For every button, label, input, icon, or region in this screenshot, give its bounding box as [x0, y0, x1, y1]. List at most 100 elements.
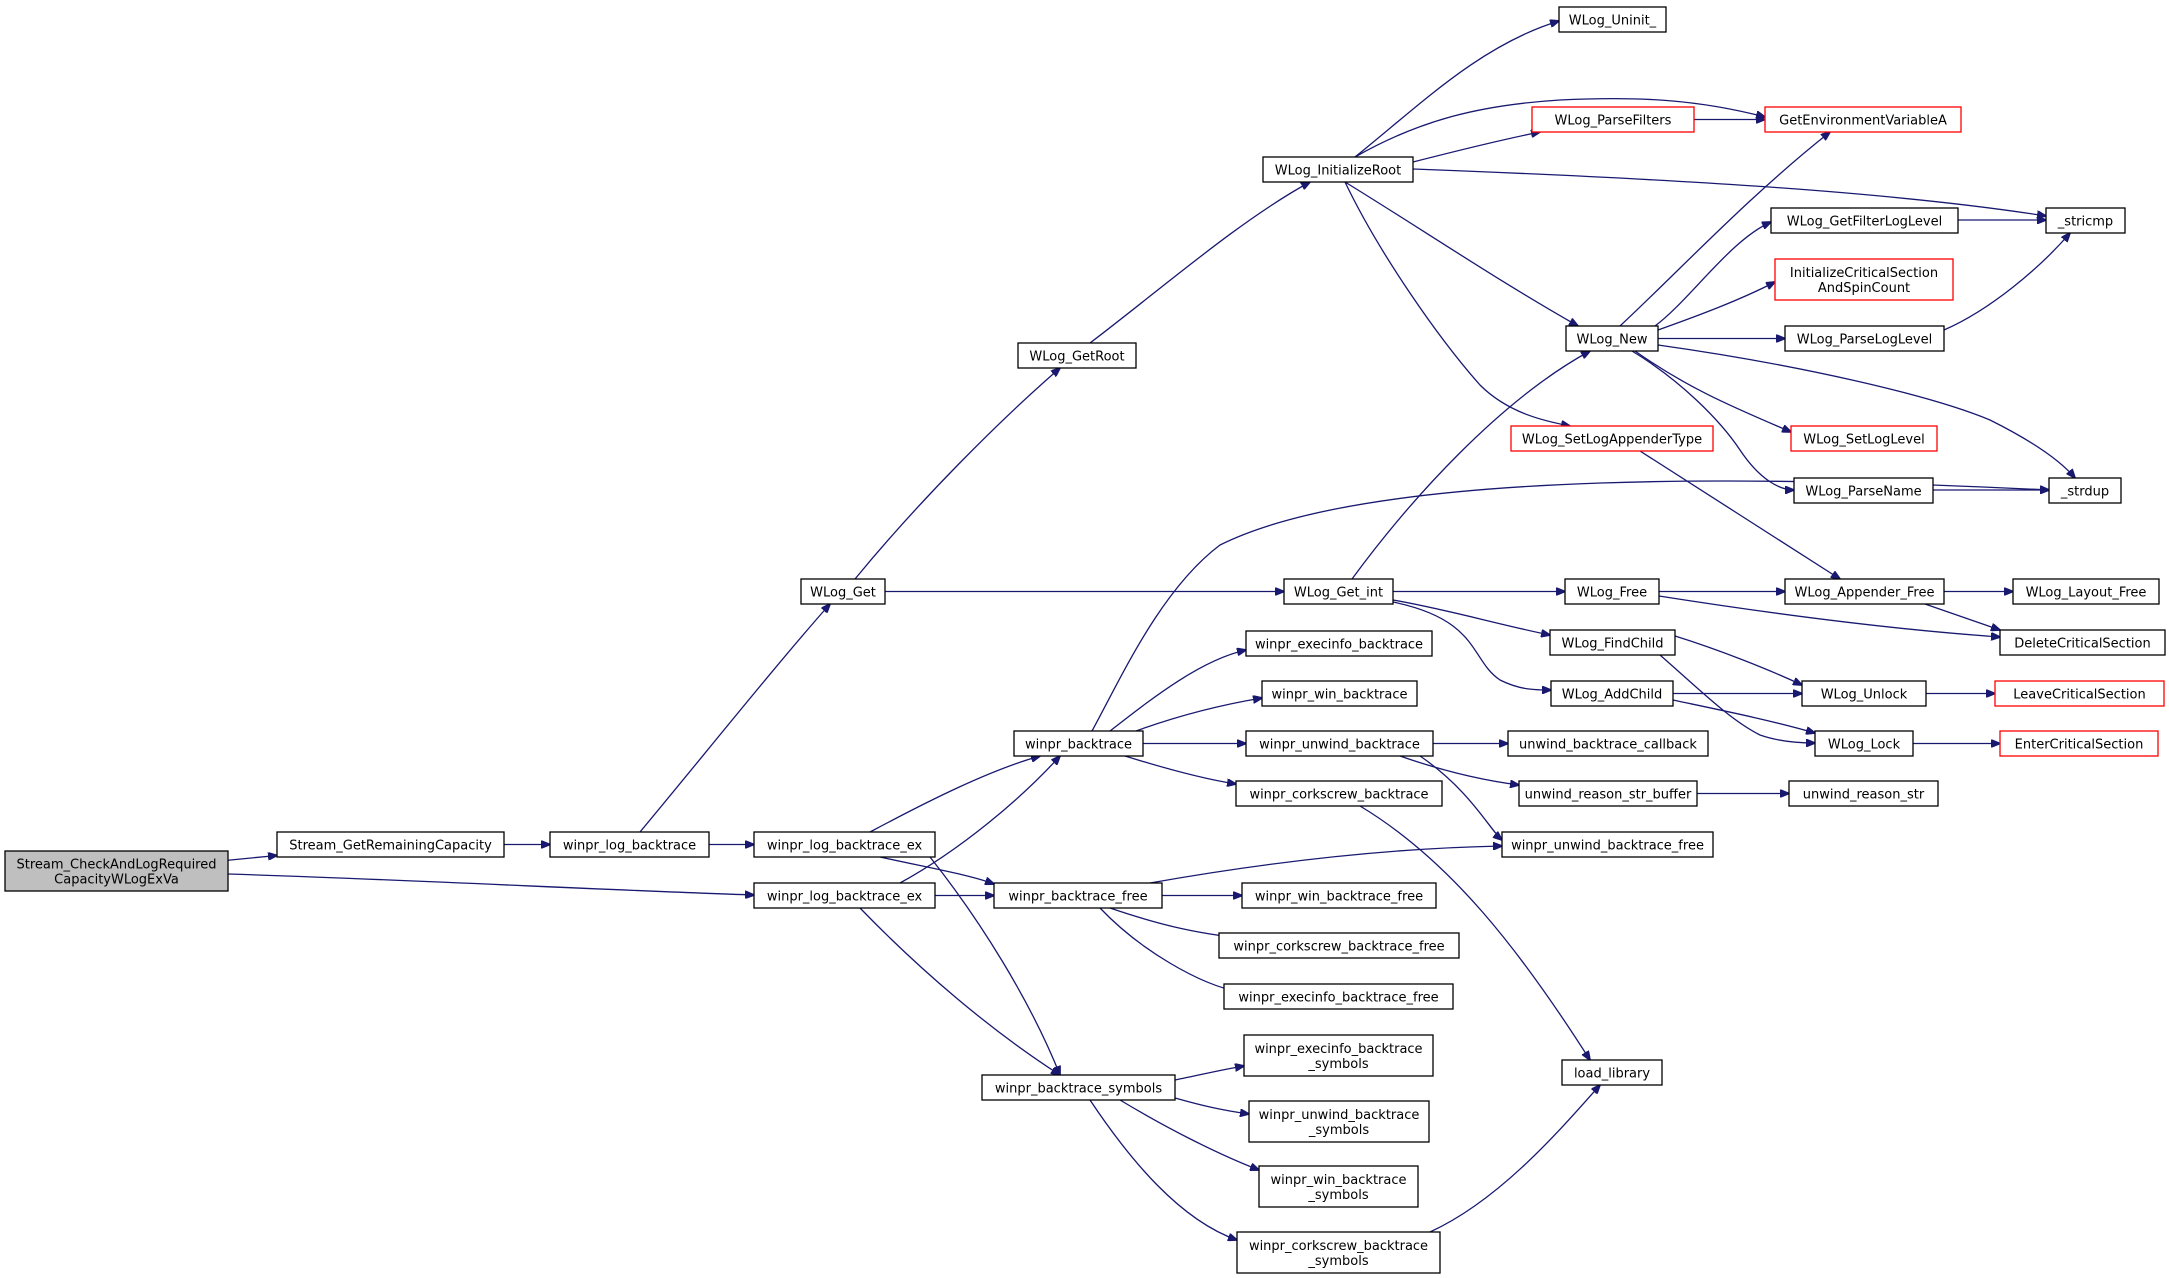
edge-wlog-getroot-to-wlog-initializeroot	[1089, 182, 1310, 344]
node-box	[1262, 156, 1414, 183]
node-wlog-setappendertype[interactable]: WLog_SetLogAppenderType	[1510, 425, 1714, 452]
node-winpr-backtrace[interactable]: winpr_backtrace	[1013, 730, 1144, 757]
node-winpr-win-backtrace-symbols[interactable]: winpr_win_backtrace_symbols	[1258, 1165, 1419, 1208]
node-winpr-corkscrew-backtrace[interactable]: winpr_corkscrew_backtrace	[1235, 780, 1443, 807]
edge-wlog-setappendertype-to-wlog-appender-free	[1639, 450, 1840, 579]
node-winpr-unwind-backtrace-free[interactable]: winpr_unwind_backtrace_free	[1501, 831, 1714, 858]
node-stream-getremaining[interactable]: Stream_GetRemainingCapacity	[276, 831, 505, 858]
node-stream-check[interactable]: Stream_CheckAndLogRequiredCapacityWLogEx…	[4, 850, 229, 892]
node-wlog-initializeroot[interactable]: WLog_InitializeRoot	[1262, 156, 1414, 183]
node-winpr-unwind-backtrace-symbols[interactable]: winpr_unwind_backtrace_symbols	[1248, 1100, 1430, 1143]
node-winpr-execinfo-backtrace[interactable]: winpr_execinfo_backtrace	[1245, 630, 1433, 657]
node-wlog-get-int[interactable]: WLog_Get_int	[1283, 578, 1394, 605]
node-label: WLog_Appender_Free	[1795, 586, 1935, 601]
node-box	[1790, 425, 1938, 452]
node-label: WLog_Free	[1577, 586, 1647, 601]
node-wlog-parsename[interactable]: WLog_ParseName	[1793, 477, 1934, 504]
node-winpr-backtrace-free[interactable]: winpr_backtrace_free	[993, 882, 1163, 909]
node-label: winpr_backtrace_symbols	[995, 1082, 1162, 1097]
node-box	[1241, 882, 1437, 909]
node-box	[1243, 1034, 1434, 1077]
edge-wlog-appender-free-to-deletecritsec	[1924, 603, 2000, 630]
node-winpr-execinfo-backtrace-free[interactable]: winpr_execinfo_backtrace_free	[1223, 983, 1454, 1010]
node-box	[1283, 578, 1394, 605]
node-box	[2012, 578, 2160, 605]
node-box	[1564, 578, 1660, 605]
node-label: WLog_GetFilterLogLevel	[1787, 215, 1942, 230]
edge-wlog-new-to-initcritsec	[1657, 282, 1775, 331]
node-box	[1994, 680, 2165, 707]
node-unwind-reason-str-buffer[interactable]: unwind_reason_str_buffer	[1518, 780, 1698, 807]
node-box	[1245, 730, 1434, 757]
node-deletecritsec[interactable]: DeleteCriticalSection	[1999, 629, 2166, 656]
node-wlog-setloglevel[interactable]: WLog_SetLogLevel	[1790, 425, 1938, 452]
node-winpr-win-backtrace[interactable]: winpr_win_backtrace	[1261, 680, 1418, 707]
node-unwind-reason-str[interactable]: unwind_reason_str	[1788, 780, 1939, 807]
node-winpr-backtrace-symbols[interactable]: winpr_backtrace_symbols	[981, 1074, 1176, 1101]
node-winpr-log-backtrace-ex-1[interactable]: winpr_log_backtrace_ex	[753, 831, 936, 858]
node-box	[1017, 342, 1137, 369]
node-box	[1261, 680, 1418, 707]
node-label: Stream_CheckAndLogRequired	[17, 858, 217, 873]
edge-wlog-initializeroot-to-wlog-uninit	[1354, 21, 1559, 158]
node-wlog-layout-free[interactable]: WLog_Layout_Free	[2012, 578, 2160, 605]
node-label: winpr_unwind_backtrace	[1259, 1108, 1420, 1123]
node-wlog-appender-free[interactable]: WLog_Appender_Free	[1784, 578, 1945, 605]
node-wlog-addchild[interactable]: WLog_AddChild	[1550, 680, 1674, 707]
node-box	[1549, 629, 1676, 656]
node-wlog-new[interactable]: WLog_New	[1565, 325, 1659, 352]
node-box	[753, 831, 936, 858]
node-label: winpr_backtrace_free	[1008, 890, 1147, 905]
node-strdup[interactable]: _strdup	[2048, 477, 2122, 504]
node-wlog-getfilterloglevel[interactable]: WLog_GetFilterLogLevel	[1770, 207, 1959, 234]
node-label: WLog_Get	[810, 586, 876, 601]
edge-winpr-corkscrew-backtrace-symbols-to-load-library	[1429, 1085, 1600, 1233]
node-winpr-win-backtrace-free[interactable]: winpr_win_backtrace_free	[1241, 882, 1437, 909]
node-wlog-getroot[interactable]: WLog_GetRoot	[1017, 342, 1137, 369]
node-label: winpr_corkscrew_backtrace	[1249, 1239, 1428, 1254]
node-stricmp[interactable]: _stricmp	[2045, 207, 2126, 234]
node-wlog-parseloglevel[interactable]: WLog_ParseLogLevel	[1784, 325, 1945, 352]
node-winpr-log-backtrace-ex-2[interactable]: winpr_log_backtrace_ex	[753, 882, 936, 909]
node-wlog-free[interactable]: WLog_Free	[1564, 578, 1660, 605]
edge-winpr-backtrace-symbols-to-winpr-execinfo-backtrace-symbols	[1174, 1066, 1244, 1081]
edge-winpr-unwind-backtrace-to-unwind-reason-str-buffer	[1399, 755, 1519, 785]
node-winpr-log-backtrace[interactable]: winpr_log_backtrace	[549, 831, 710, 858]
node-label: WLog_New	[1577, 333, 1648, 348]
node-box	[1774, 258, 1954, 301]
node-box	[1248, 1100, 1430, 1143]
node-wlog-unlock[interactable]: WLog_Unlock	[1801, 680, 1927, 707]
node-wlog-lock[interactable]: WLog_Lock	[1814, 730, 1914, 757]
node-label: WLog_Get_int	[1294, 586, 1383, 601]
node-unwind-backtrace-callback[interactable]: unwind_backtrace_callback	[1507, 730, 1709, 757]
node-load-library[interactable]: load_library	[1561, 1059, 1663, 1086]
node-winpr-execinfo-backtrace-symbols[interactable]: winpr_execinfo_backtrace_symbols	[1243, 1034, 1434, 1077]
node-label: _symbols	[1307, 1188, 1368, 1203]
node-leavecritsec[interactable]: LeaveCriticalSection	[1994, 680, 2165, 707]
node-label: WLog_GetRoot	[1029, 350, 1124, 365]
node-label: winpr_log_backtrace_ex	[767, 890, 923, 905]
node-box	[1814, 730, 1914, 757]
node-wlog-parsefilters[interactable]: WLog_ParseFilters	[1531, 106, 1695, 133]
node-wlog-findchild[interactable]: WLog_FindChild	[1549, 629, 1676, 656]
node-box	[549, 831, 710, 858]
node-winpr-corkscrew-backtrace-symbols[interactable]: winpr_corkscrew_backtrace_symbols	[1236, 1231, 1441, 1274]
node-winpr-corkscrew-backtrace-free[interactable]: winpr_corkscrew_backtrace_free	[1218, 932, 1460, 959]
node-label: _strdup	[2060, 485, 2109, 500]
node-label: WLog_ParseName	[1805, 485, 1921, 500]
node-box	[1501, 831, 1714, 858]
node-label: winpr_execinfo_backtrace	[1255, 638, 1423, 653]
node-winpr-unwind-backtrace[interactable]: winpr_unwind_backtrace	[1245, 730, 1434, 757]
edge-wlog-get-int-to-wlog-addchild	[1392, 601, 1551, 690]
node-getenv[interactable]: GetEnvironmentVariableA	[1764, 106, 1962, 133]
node-wlog-get[interactable]: WLog_Get	[800, 578, 886, 605]
node-label: winpr_execinfo_backtrace_free	[1238, 991, 1438, 1006]
edge-winpr-log-backtrace-ex-2-to-winpr-backtrace	[899, 756, 1060, 884]
edge-wlog-free-to-deletecritsec	[1658, 595, 2000, 637]
node-label: winpr_backtrace	[1025, 738, 1132, 753]
node-wlog-uninit[interactable]: WLog_Uninit_	[1558, 6, 1667, 33]
node-entercritsec[interactable]: EnterCriticalSection	[1999, 730, 2159, 757]
edge-wlog-new-to-strdup	[1657, 344, 2075, 478]
